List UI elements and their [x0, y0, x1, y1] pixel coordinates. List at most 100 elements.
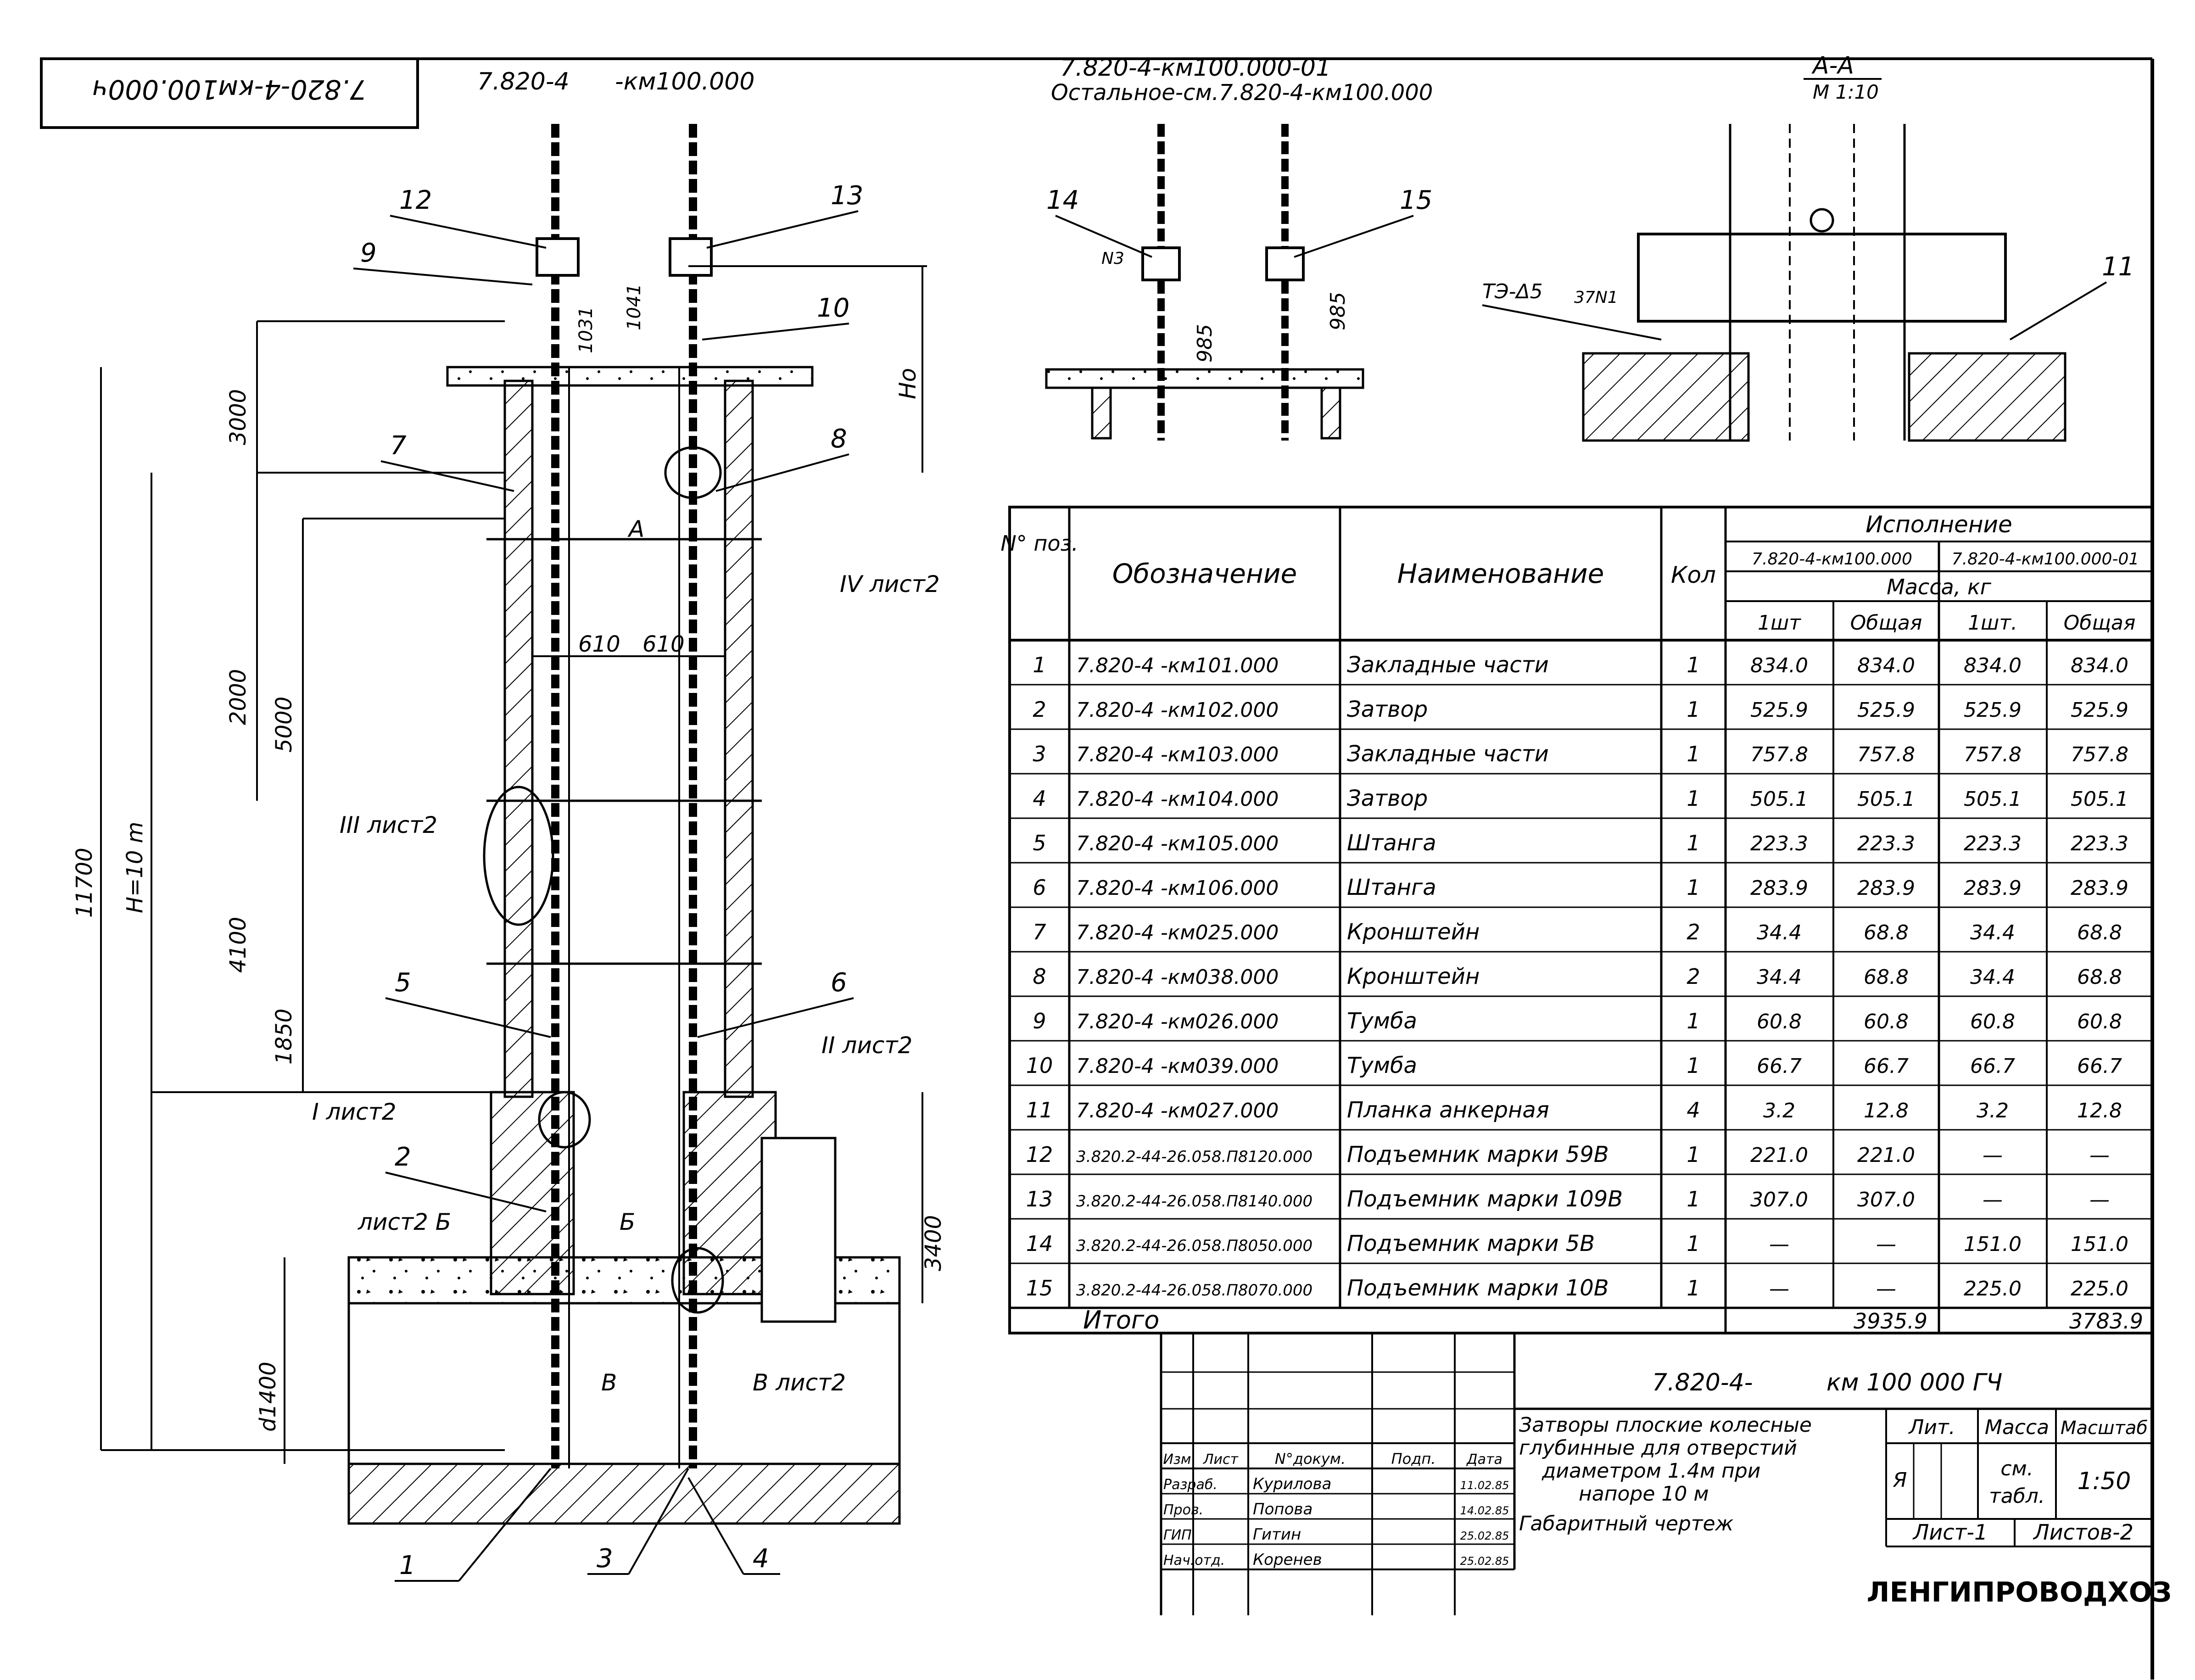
table-cell-m2: 34.4 [1970, 966, 2015, 989]
tb-role-role: ГИП [1163, 1527, 1192, 1543]
table-cell-des: 3.820.2-44-26.058.П8140.000 [1076, 1192, 1313, 1211]
table-cell-m1: 223.3 [1750, 832, 1808, 855]
table-cell-m1: 3.2 [1763, 1099, 1795, 1122]
table-cell-m1: 307.0 [1750, 1188, 1808, 1211]
table-cell-t2: 834.0 [2071, 654, 2128, 677]
table-cell-t1: 68.8 [1864, 966, 1909, 989]
tb-role-name: Курилова [1253, 1475, 1331, 1493]
spec-table: N° поз. Обозначение Наименование Кол Исп… [1000, 506, 2154, 1334]
table-cell-name: Подъемник марки 59В [1347, 1142, 1609, 1167]
dim-d1400: d1400 [255, 1362, 281, 1432]
culvert-bottom [347, 1462, 901, 1525]
table-cell-des: 7.820-4 -км026.000 [1076, 1010, 1279, 1033]
table-cell-name: Кронштейн [1347, 919, 1480, 945]
tb-scale-label: Масштаб [2061, 1418, 2148, 1439]
th-exec1: 7.820-4-км100.000 [1752, 550, 1912, 569]
table-cell-t1: 525.9 [1857, 698, 1915, 722]
table-cell-t1: — [1876, 1277, 1896, 1300]
table-cell-qty: 1 [1687, 875, 1700, 900]
table-cell-t2: 12.8 [2077, 1099, 2122, 1122]
total-label: Итого [1083, 1306, 1159, 1334]
doc-code: 7.820-4- [1652, 1369, 1753, 1396]
section-beam [1637, 233, 2007, 323]
dim-610-a: 610 [578, 631, 620, 657]
table-cell-t2: 223.3 [2071, 832, 2128, 855]
table-cell-m2: 505.1 [1964, 787, 2022, 811]
table-cell-name: Штанга [1347, 830, 1436, 856]
stamp-box [40, 57, 419, 129]
table-cell-qty: 1 [1687, 1142, 1700, 1167]
section-weld: ТЭ-Δ5 [1482, 280, 1543, 303]
table-cell-t2: — [2089, 1188, 2110, 1211]
table-cell-des: 7.820-4 -км102.000 [1076, 698, 1279, 722]
dim-3000: 3000 [225, 389, 251, 445]
table-cell-m2: 34.4 [1970, 921, 2015, 944]
table-cell-m1: 221.0 [1750, 1144, 1808, 1167]
tb-mass-label: Масса [1985, 1416, 2049, 1439]
section-title: А-А [1811, 52, 1854, 79]
tb-col-doc: N°докум. [1275, 1450, 1346, 1468]
table-cell-name: Подъемник марки 109В [1347, 1186, 1623, 1212]
table-cell-t1: 68.8 [1864, 921, 1909, 944]
stamp-rotated-text: 7.820-4-км100.000ч [92, 74, 367, 105]
table-cell-t2: 283.9 [2071, 876, 2128, 900]
detail-i-circle [538, 1091, 591, 1149]
table-cell-qty: 1 [1687, 697, 1700, 722]
dim-3400: 3400 [921, 1215, 946, 1271]
tb-role-date: 25.02.85 [1460, 1529, 1509, 1542]
table-cell-m1: 34.4 [1757, 921, 1802, 944]
table-cell-des: 7.820-4 -км027.000 [1076, 1099, 1279, 1122]
desc-line-1: Затворы плоские колесные [1519, 1413, 1812, 1437]
ref-v-sheet2: В лист2 [753, 1369, 846, 1396]
table-cell-name: Тумба [1347, 1008, 1417, 1034]
table-cell-pos: 12 [1026, 1142, 1053, 1167]
total-2: 3783.9 [2069, 1309, 2143, 1334]
table-cell-pos: 5 [1033, 831, 1046, 855]
tb-role-role: Разраб. [1163, 1477, 1218, 1493]
table-cell-m1: 757.8 [1750, 743, 1808, 766]
section-concrete-right [1908, 352, 2067, 442]
table-cell-des: 7.820-4 -км103.000 [1076, 743, 1279, 766]
callout-3: 3 [597, 1544, 613, 1574]
ref-a-letter: А [627, 516, 644, 542]
tb-role-role: Нач.отд. [1163, 1552, 1225, 1568]
table-cell-name: Закладные части [1347, 741, 1549, 767]
table-cell-pos: 15 [1026, 1276, 1053, 1300]
table-cell-m1: 505.1 [1750, 787, 1808, 811]
hoist-left [536, 237, 580, 277]
mid-hoist-right [1265, 246, 1305, 281]
ref-b-letter: Б [620, 1209, 635, 1235]
table-cell-t1: 60.8 [1864, 1010, 1909, 1033]
mid-dim-985-a: 985 [1193, 324, 1217, 363]
desc-line-2: глубинные для отверстий [1519, 1436, 1797, 1460]
table-cell-m2: 283.9 [1964, 876, 2022, 900]
table-cell-qty: 1 [1687, 831, 1700, 855]
tb-mass-value-1: см. [2000, 1457, 2033, 1480]
left-view-code: 7.820-4 [477, 68, 570, 95]
table-cell-t1: 12.8 [1864, 1099, 1909, 1122]
table-cell-m1: — [1769, 1277, 1789, 1300]
table-cell-m2: 223.3 [1964, 832, 2022, 855]
tb-role-date: 25.02.85 [1460, 1555, 1509, 1568]
table-cell-name: Подъемник марки 10В [1347, 1275, 1609, 1301]
th-designation: Обозначение [1112, 558, 1297, 589]
th-total-2: Общая [2064, 611, 2136, 635]
table-cell-qty: 1 [1687, 1231, 1700, 1256]
table-cell-m2: 834.0 [1964, 654, 2022, 677]
tb-col-izm: Изм [1163, 1451, 1191, 1468]
hoist-right [669, 237, 713, 277]
table-cell-des: 3.820.2-44-26.058.П8050.000 [1076, 1237, 1313, 1255]
table-cell-des: 7.820-4 -км039.000 [1076, 1055, 1279, 1078]
th-execution: Исполнение [1865, 511, 2012, 538]
table-cell-t1: 221.0 [1857, 1144, 1915, 1167]
table-cell-t2: 151.0 [2071, 1233, 2128, 1256]
mid-n3: N3 [1101, 249, 1124, 268]
tb-scale-value: 1:50 [2078, 1468, 2131, 1495]
table-cell-des: 7.820-4 -км104.000 [1076, 787, 1279, 811]
table-cell-t1: 834.0 [1857, 654, 1915, 677]
doc-code-2: км 100 000 ГЧ [1826, 1369, 2002, 1396]
table-cell-m2: 151.0 [1964, 1233, 2022, 1256]
left-view-code-suffix: -км100.000 [615, 68, 754, 95]
callout-13: 13 [831, 181, 863, 211]
